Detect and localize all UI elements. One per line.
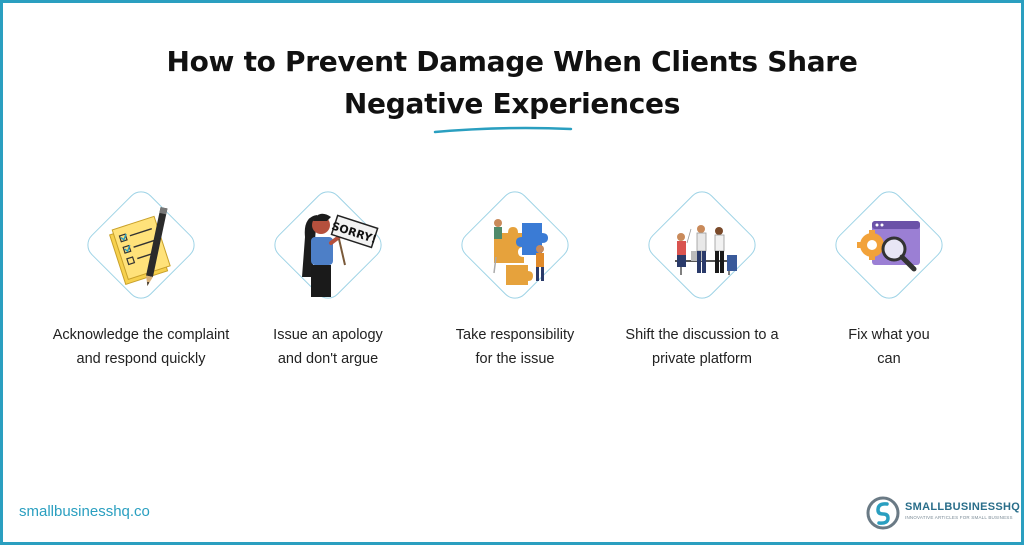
title-line-1: How to Prevent Damage When Clients Share bbox=[166, 45, 858, 78]
logo-tagline: INNOVATIVE ARTICLES FOR SMALL BUSINESS bbox=[905, 515, 1013, 520]
step-private-platform: Shift the discussion to a private platfo… bbox=[612, 185, 792, 383]
step-label: Take responsibility for the issue bbox=[455, 327, 575, 367]
title-underline bbox=[433, 126, 573, 134]
step-apology: SORRY! Issue an apology and don't argue bbox=[238, 185, 418, 383]
step-fix: Fix what you can bbox=[799, 185, 979, 383]
website-link[interactable]: smallbusinesshq.co bbox=[19, 503, 150, 520]
gear-magnifier-window-icon bbox=[857, 221, 920, 272]
step-label: Fix what you can bbox=[848, 327, 930, 367]
checklist-notepad-pencil-icon bbox=[109, 207, 171, 287]
woman-holding-sorry-sign-icon: SORRY! bbox=[302, 213, 379, 297]
step-responsibility: Take responsibility for the issue bbox=[425, 185, 605, 383]
logo-mark-icon bbox=[866, 496, 900, 530]
brand-logo[interactable]: SMALLBUSINESSHQ INNOVATIVE ARTICLES FOR … bbox=[865, 493, 1020, 533]
title-line-2: Negative Experiences bbox=[343, 87, 681, 120]
step-label: Shift the discussion to a private platfo… bbox=[625, 327, 779, 367]
office-meeting-icon bbox=[675, 225, 737, 275]
puzzle-teamwork-icon bbox=[493, 219, 548, 285]
step-label: Acknowledge the complaint and respond qu… bbox=[52, 327, 230, 367]
page-title: How to Prevent Damage When Clients Share… bbox=[3, 41, 1021, 125]
step-acknowledge: Acknowledge the complaint and respond qu… bbox=[51, 185, 231, 383]
logo-name: SMALLBUSINESSHQ bbox=[905, 501, 1021, 513]
step-label: Issue an apology and don't argue bbox=[273, 327, 383, 367]
